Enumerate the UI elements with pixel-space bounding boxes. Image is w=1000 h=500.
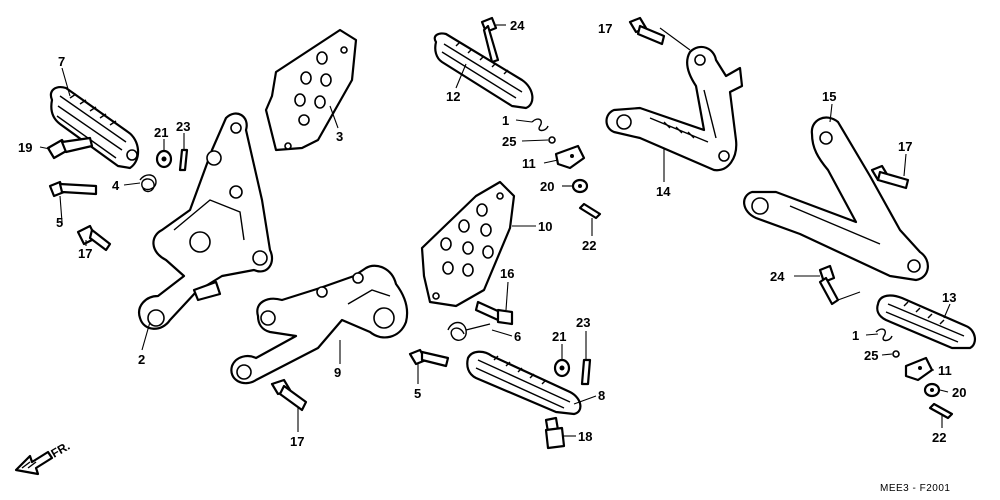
callout-23-center: 23 (576, 315, 590, 330)
front-direction-arrow: FR. (14, 439, 72, 476)
bolt-17-bottom (270, 378, 308, 412)
bolt-19 (46, 136, 94, 160)
bolt-17-right (870, 164, 910, 190)
bracket-15 (743, 116, 929, 282)
footpeg-8 (466, 350, 582, 416)
callout-6: 6 (514, 329, 521, 344)
footpeg-12 (433, 32, 534, 110)
washer-21-center (553, 358, 571, 378)
pin-5-left (48, 180, 98, 198)
callout-1-center: 1 (502, 113, 509, 128)
callout-20-right: 20 (952, 385, 966, 400)
callout-numbers: 7 19 21 23 4 5 17 2 3 24 12 1 25 11 20 2… (18, 18, 966, 449)
callout-16: 16 (500, 266, 514, 281)
callout-17-top: 17 (598, 21, 612, 36)
pin-22-right (928, 402, 954, 420)
callout-24-right: 24 (770, 269, 785, 284)
pin-24-right (818, 264, 840, 306)
pin-22-center (578, 202, 602, 220)
footpeg-7 (49, 86, 140, 170)
callout-14: 14 (656, 184, 671, 199)
heel-plate-10 (420, 180, 516, 308)
bolt-16 (474, 300, 514, 326)
bolt-17-top (628, 16, 666, 46)
callout-2: 2 (138, 352, 145, 367)
spring-4 (139, 174, 157, 193)
footpeg-13 (876, 294, 976, 350)
callout-13: 13 (942, 290, 956, 305)
callout-19: 19 (18, 140, 32, 155)
callout-24-top: 24 (510, 18, 525, 33)
heel-plate-3 (264, 28, 358, 152)
callout-11-center: 11 (522, 156, 536, 171)
callout-9: 9 (334, 365, 341, 380)
callout-7: 7 (58, 54, 65, 69)
washer-21-left (155, 149, 173, 169)
callout-12: 12 (446, 89, 460, 104)
callout-11-right: 11 (938, 363, 952, 378)
pin-5-center (408, 348, 450, 368)
callout-25-center: 25 (502, 134, 516, 149)
bolt-17-left (76, 224, 112, 252)
callout-3: 3 (336, 129, 343, 144)
spring-1-center (531, 118, 549, 132)
callout-8: 8 (598, 388, 605, 403)
cotter-pin-23-center (580, 358, 592, 386)
callout-5-center: 5 (414, 386, 421, 401)
callout-10: 10 (538, 219, 552, 234)
callout-1-right: 1 (852, 328, 859, 343)
bracket-14 (605, 45, 744, 172)
washer-20-center (571, 178, 589, 194)
callout-17-right: 17 (898, 139, 912, 154)
plate-11-center (554, 144, 586, 170)
spring-1-right (875, 328, 893, 342)
leader-lines (39, 24, 951, 437)
pin-24-top (480, 16, 500, 64)
callout-22-center: 22 (582, 238, 596, 253)
callout-17-left: 17 (78, 246, 92, 261)
callout-17-bottom: 17 (290, 434, 304, 449)
callout-5-left: 5 (56, 215, 63, 230)
callout-4: 4 (112, 178, 120, 193)
callout-21-center: 21 (552, 329, 566, 344)
drawing-code: MEE3 - F2001 (880, 483, 950, 494)
washer-20-right (923, 382, 941, 398)
bolt-18 (544, 416, 566, 450)
callout-23-left: 23 (176, 119, 190, 134)
callout-25-right: 25 (864, 348, 878, 363)
callout-15: 15 (822, 89, 836, 104)
ball-25-center (548, 136, 556, 144)
plate-11-right (904, 356, 934, 382)
callout-22-right: 22 (932, 430, 946, 445)
bracket-2 (138, 112, 274, 330)
callout-20-center: 20 (540, 179, 554, 194)
callout-18: 18 (578, 429, 592, 444)
bracket-9 (230, 264, 409, 385)
callout-21-left: 21 (154, 125, 168, 140)
spring-6 (447, 321, 491, 341)
ball-25-right (892, 350, 900, 358)
cotter-pin-23-left (178, 148, 189, 172)
